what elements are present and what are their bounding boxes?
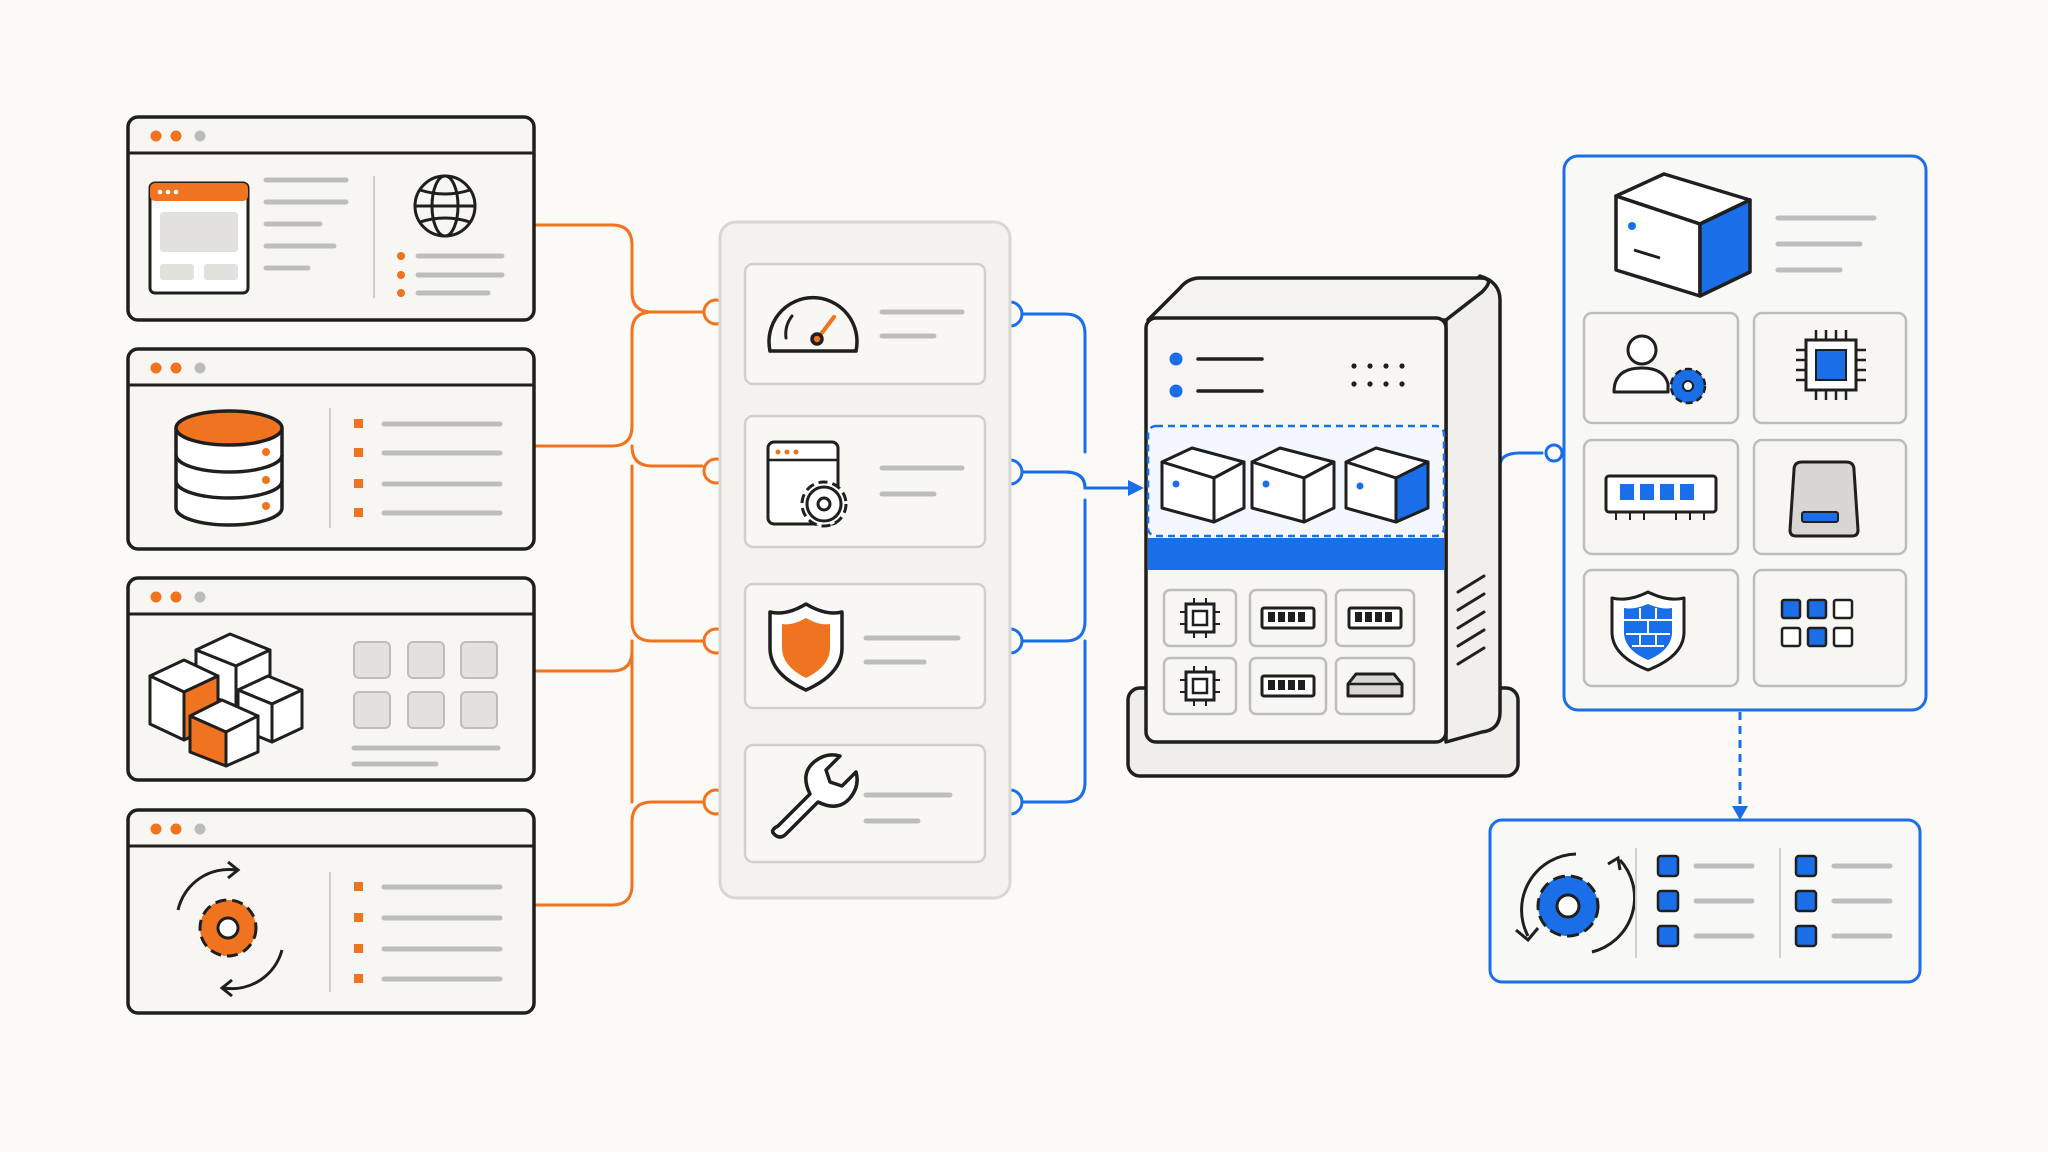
cube-icon xyxy=(1614,172,1752,298)
bullet-list xyxy=(397,252,505,297)
window-dot-minimize[interactable] xyxy=(170,130,182,142)
connector-containers xyxy=(532,650,634,673)
automation-panel[interactable] xyxy=(1488,818,1922,984)
connector-security-out xyxy=(1020,498,1087,643)
checklist-right xyxy=(1794,854,1893,948)
automation-window[interactable] xyxy=(126,808,536,1015)
speedometer-icon xyxy=(767,296,859,353)
hw-slot-cpu-2[interactable] xyxy=(1162,656,1238,716)
containers-window[interactable] xyxy=(126,576,536,782)
connector-database-2 xyxy=(630,444,704,468)
hw-slot-cpu-1[interactable] xyxy=(1162,588,1238,648)
tile-apps[interactable] xyxy=(1752,568,1908,688)
shield-firewall-icon xyxy=(1610,590,1686,672)
configuration-item[interactable] xyxy=(743,414,987,549)
active-bar xyxy=(1148,538,1444,570)
connector-containers-2 xyxy=(630,464,704,643)
window-dot-close[interactable] xyxy=(150,823,162,835)
window-dot-minimize[interactable] xyxy=(170,591,182,603)
connector-web-app xyxy=(532,223,704,314)
settings-window-icon xyxy=(766,440,848,528)
window-dot-minimize[interactable] xyxy=(170,362,182,374)
window-dot-maximize[interactable] xyxy=(194,362,206,374)
bullet-list xyxy=(354,882,503,983)
service-panel xyxy=(718,220,1012,900)
globe-icon xyxy=(413,174,477,238)
checklist-left xyxy=(1656,854,1755,948)
window-dot-maximize[interactable] xyxy=(194,130,206,142)
tile-grid xyxy=(353,641,498,729)
connector-automation xyxy=(532,800,704,907)
hw-slot-ram-3[interactable] xyxy=(1248,656,1328,716)
hw-slot-ram-2[interactable] xyxy=(1334,588,1416,648)
web-app-window[interactable] xyxy=(126,115,536,322)
wrench-icon xyxy=(770,753,859,839)
window-dot-minimize[interactable] xyxy=(170,823,182,835)
connector-database xyxy=(532,310,654,448)
gear-sync-icon xyxy=(1515,852,1637,954)
status-leds xyxy=(1169,352,1264,398)
bullet-list xyxy=(354,419,503,517)
server-cabinet[interactable] xyxy=(1126,274,1520,778)
orange-connectors xyxy=(532,223,704,907)
arrow-down xyxy=(1732,806,1748,820)
window-dot-close[interactable] xyxy=(150,591,162,603)
vm-cube-3[interactable] xyxy=(1344,446,1430,524)
vm-cube-2[interactable] xyxy=(1250,446,1336,524)
vm-slots xyxy=(1160,446,1430,524)
maintenance-item[interactable] xyxy=(743,743,987,864)
shield-icon xyxy=(768,602,844,692)
security-item[interactable] xyxy=(743,582,987,710)
hw-slot-ram-1[interactable] xyxy=(1248,588,1328,648)
vm-cube-1[interactable] xyxy=(1160,446,1246,524)
window-dot-close[interactable] xyxy=(150,130,162,142)
tile-user-settings[interactable] xyxy=(1582,311,1740,425)
vent-lines xyxy=(1456,574,1486,666)
stacked-cubes-icon xyxy=(148,632,304,768)
window-dot-maximize[interactable] xyxy=(194,823,206,835)
grille-dots xyxy=(1351,363,1405,387)
connector-maintenance-out xyxy=(1020,639,1087,804)
user-settings-icon xyxy=(1612,334,1707,405)
ram-module-icon xyxy=(1604,474,1718,520)
storage-drive-icon xyxy=(1788,460,1860,538)
performance-item[interactable] xyxy=(743,262,987,386)
tile-storage[interactable] xyxy=(1752,438,1908,556)
browser-page-icon xyxy=(148,181,250,295)
text-placeholder-lines xyxy=(263,177,349,271)
database-icon xyxy=(174,409,284,527)
tile-cpu[interactable] xyxy=(1752,311,1908,425)
tile-ram[interactable] xyxy=(1582,438,1740,556)
gear-sync-icon xyxy=(176,860,284,998)
app-grid-icon xyxy=(1780,598,1854,648)
hw-slot-disk[interactable] xyxy=(1334,656,1416,716)
resource-panel xyxy=(1562,154,1928,712)
cpu-chip-icon xyxy=(1796,330,1866,400)
connector-to-server xyxy=(1063,470,1132,490)
arrow-to-server xyxy=(1128,480,1144,496)
hardware-slots xyxy=(1162,588,1416,716)
server-top xyxy=(1146,276,1491,322)
window-dot-maximize[interactable] xyxy=(194,591,206,603)
database-window[interactable] xyxy=(126,347,536,551)
window-dot-close[interactable] xyxy=(150,362,162,374)
server-side-panel xyxy=(1444,274,1502,744)
tile-firewall[interactable] xyxy=(1582,568,1740,688)
port-resources-in[interactable] xyxy=(1544,443,1564,463)
connector-performance-out xyxy=(1020,312,1087,454)
